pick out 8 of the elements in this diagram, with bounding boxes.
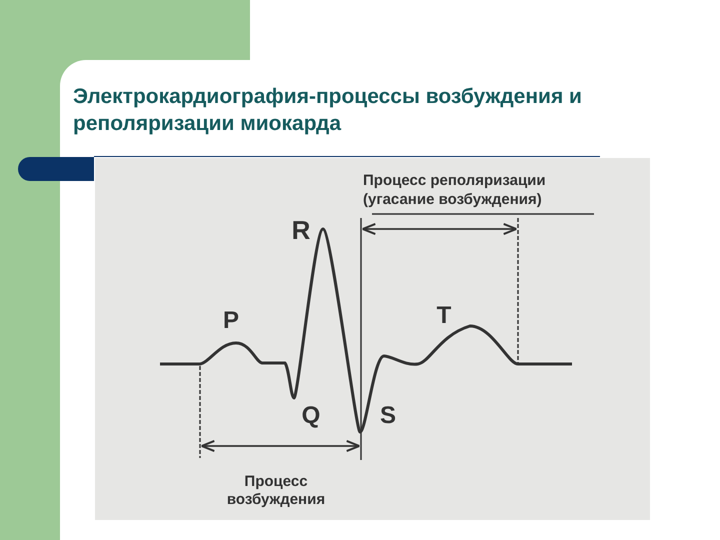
wave-label: P: [222, 306, 239, 336]
wave-label: R: [292, 214, 310, 246]
wave-label: T: [436, 301, 452, 331]
slide-title: Электрокардиография-процессы возбуждения и реполяризации миокарда: [73, 84, 583, 137]
annotation-text: Процесс реполяризации (угасание возбуждения): [363, 171, 547, 209]
annotation-text: Процесс возбуждения: [226, 473, 326, 509]
wave-label: S: [380, 401, 396, 431]
wave-label: Q: [302, 401, 320, 431]
